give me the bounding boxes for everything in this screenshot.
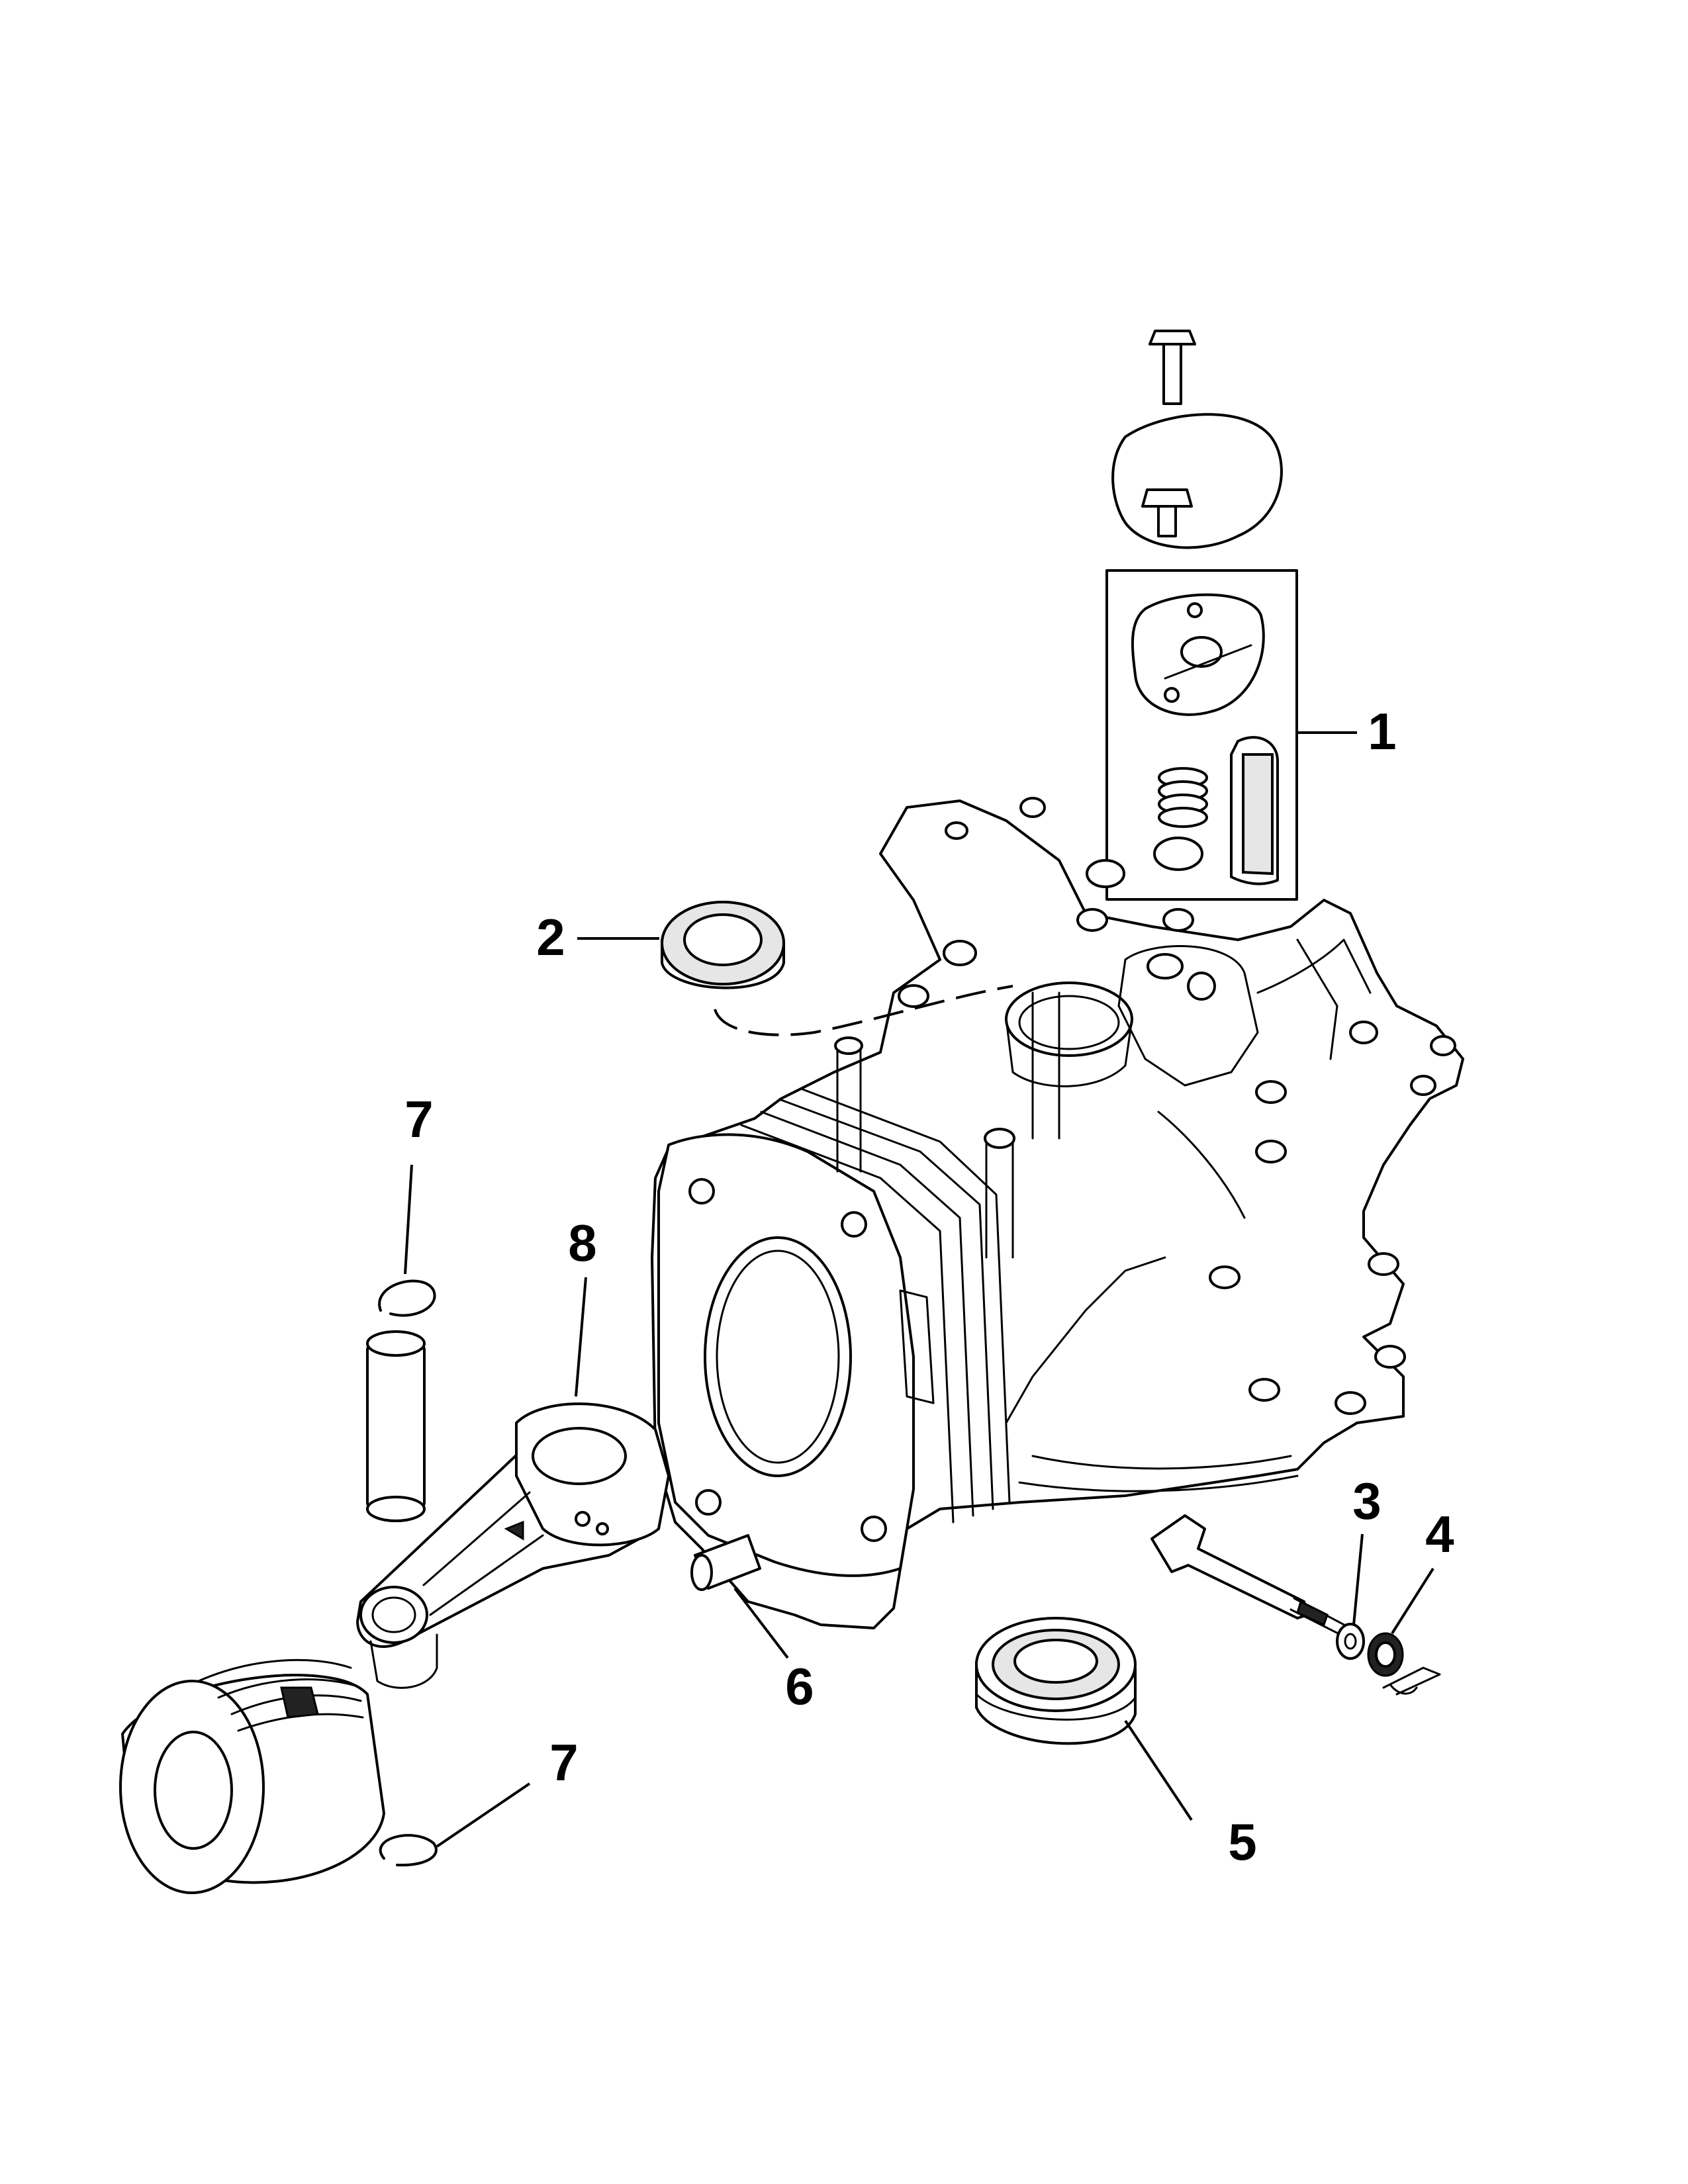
breather-cover-plate (1111, 330, 1283, 549)
piston-pin (366, 1330, 426, 1522)
callout-3: 3 (1352, 1472, 1381, 1530)
governor-seal (1367, 1632, 1404, 1677)
callout-6: 6 (785, 1657, 814, 1715)
callout-1: 1 (1368, 702, 1396, 760)
callout-2: 2 (536, 908, 565, 966)
breather-spring (1158, 767, 1208, 828)
piston (119, 1659, 385, 1894)
governor-shaft (1150, 1514, 1352, 1639)
crankcase (651, 797, 1464, 1629)
crankshaft-bore (1005, 981, 1133, 1057)
assembly-path-seal (714, 985, 1013, 1036)
callout-7-bottom: 7 (549, 1733, 578, 1792)
callout-5: 5 (1228, 1813, 1256, 1871)
leader-lines (404, 731, 1434, 1848)
callout-4: 4 (1425, 1505, 1454, 1563)
oil-seal (661, 901, 785, 989)
callout-8: 8 (568, 1214, 596, 1272)
dowel-pin (690, 1534, 761, 1591)
callout-7-top: 7 (404, 1090, 433, 1148)
hairpin-clip (1382, 1666, 1441, 1696)
washer (1336, 1623, 1365, 1660)
piston-pin-retainer-top (378, 1279, 436, 1317)
breather-disc (1153, 837, 1203, 871)
connecting-rod (356, 1402, 670, 1689)
piston-pin-retainer-bottom (379, 1834, 438, 1867)
breather-kit-box (1105, 569, 1298, 901)
cylinder-bore (704, 1236, 852, 1477)
ball-bearing (975, 1617, 1137, 1745)
